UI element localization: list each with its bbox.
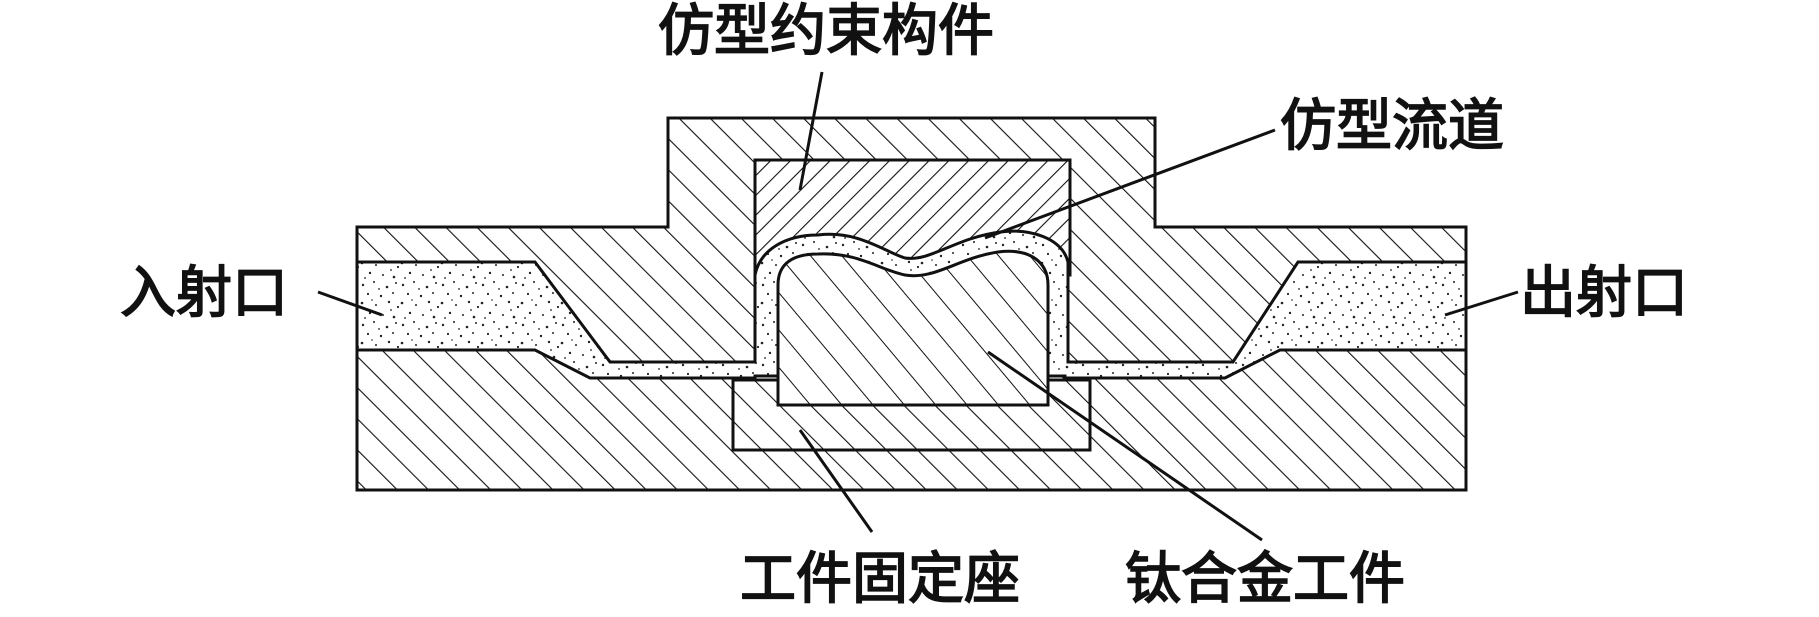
leader-fixture-seat — [798, 429, 874, 533]
leader-constraint-member — [798, 71, 824, 191]
label-outlet: 出射口 — [1520, 261, 1688, 326]
label-profile-channel: 仿型流道 — [1280, 94, 1504, 159]
leader-inlet — [317, 290, 383, 317]
label-inlet: 入射口 — [120, 261, 288, 326]
titanium-workpiece — [776, 249, 1050, 407]
leader-outlet — [1444, 290, 1519, 317]
label-constraint-member: 仿型约束构件 — [658, 0, 994, 64]
label-fixture-seat: 工件固定座 — [740, 547, 1020, 612]
leader-titanium-workpiece — [987, 350, 1263, 542]
leader-profile-channel — [984, 128, 1276, 240]
label-titanium-workpiece: 钛合金工件 — [1125, 547, 1405, 612]
